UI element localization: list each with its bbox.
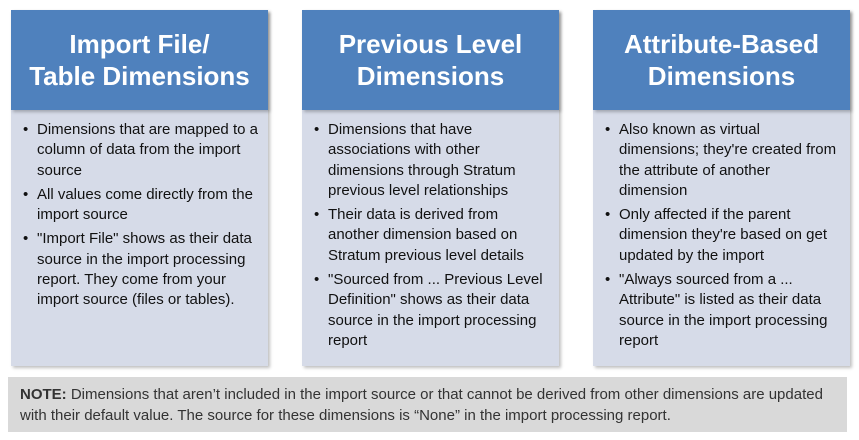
- list-item: Only affected if the parent dimension th…: [603, 205, 840, 266]
- note-box: NOTE: Dimensions that aren’t included in…: [8, 377, 847, 432]
- note-label: NOTE:: [20, 386, 67, 403]
- list-item: "Import File" shows as their data source…: [21, 229, 258, 310]
- column-body: Also known as virtual dimensions; they'r…: [593, 110, 850, 351]
- list-item: Dimensions that are mapped to a column o…: [21, 120, 258, 181]
- list-item: "Always sourced from a ... Attribute" is…: [603, 270, 840, 351]
- bullet-list: Also known as virtual dimensions; they'r…: [603, 120, 840, 351]
- bullet-list: Dimensions that have associations with o…: [312, 120, 549, 351]
- column-attribute-based: Attribute-Based Dimensions Also known as…: [593, 10, 850, 366]
- column-import-file: Import File/ Table Dimensions Dimensions…: [11, 10, 268, 366]
- column-title: Previous Level Dimensions: [302, 10, 559, 110]
- list-item: Also known as virtual dimensions; they'r…: [603, 120, 840, 201]
- list-item: Dimensions that have associations with o…: [312, 120, 549, 201]
- note-text: Dimensions that aren’t included in the i…: [20, 386, 823, 424]
- list-item: "Sourced from ... Previous Level Definit…: [312, 270, 549, 351]
- bullet-list: Dimensions that are mapped to a column o…: [21, 120, 258, 311]
- list-item: All values come directly from the import…: [21, 185, 258, 226]
- column-previous-level: Previous Level Dimensions Dimensions tha…: [302, 10, 559, 366]
- list-item: Their data is derived from another dimen…: [312, 205, 549, 266]
- column-title: Attribute-Based Dimensions: [593, 10, 850, 110]
- column-title: Import File/ Table Dimensions: [11, 10, 268, 110]
- column-body: Dimensions that are mapped to a column o…: [11, 110, 268, 311]
- column-body: Dimensions that have associations with o…: [302, 110, 559, 351]
